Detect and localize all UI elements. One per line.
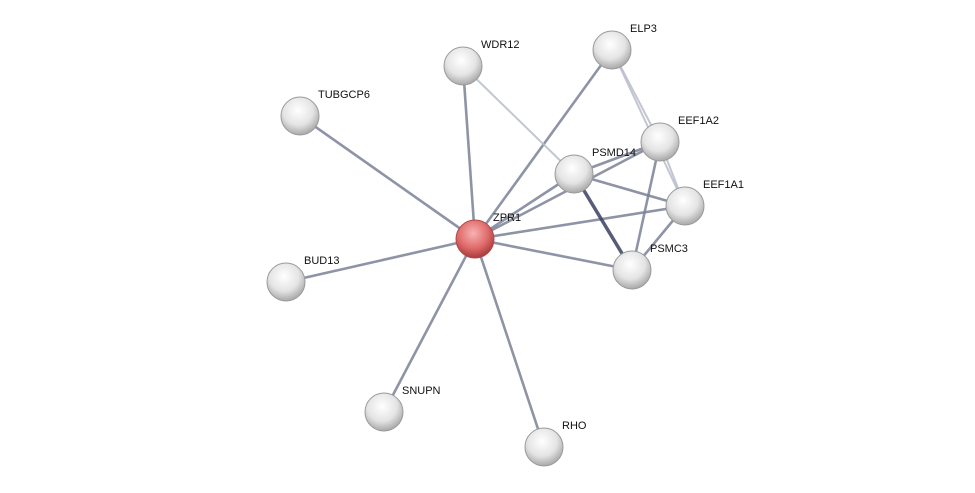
edge-zpr1-psmd14[interactable]: [474, 172, 575, 241]
node-label: EEF1A1: [703, 179, 744, 191]
node-label: ZPR1: [493, 212, 521, 224]
node-sphere[interactable]: [612, 250, 652, 290]
node-label: EEF1A2: [678, 115, 719, 127]
node-tubgcp6[interactable]: TUBGCP6: [280, 89, 370, 136]
node-sphere[interactable]: [455, 219, 495, 259]
node-label: BUD13: [304, 255, 339, 267]
node-psmc3[interactable]: PSMC3: [612, 243, 688, 290]
edge-zpr1-wdr12[interactable]: [461, 65, 477, 240]
edge-eef1a2-psmc3[interactable]: [630, 141, 662, 271]
node-sphere[interactable]: [554, 154, 594, 194]
node-sphere[interactable]: [665, 186, 705, 226]
node-eef1a1[interactable]: EEF1A1: [665, 179, 744, 226]
node-label: PSMC3: [650, 243, 688, 255]
node-eef1a2[interactable]: EEF1A2: [640, 115, 719, 162]
edge-zpr1-psmc3[interactable]: [474, 237, 633, 272]
node-sphere[interactable]: [524, 427, 564, 467]
edge-zpr1-bud13[interactable]: [285, 237, 476, 284]
node-sphere[interactable]: [640, 122, 680, 162]
node-label: TUBGCP6: [318, 89, 370, 101]
edge-zpr1-tubgcp6[interactable]: [299, 114, 476, 241]
node-rho[interactable]: RHO: [524, 420, 587, 467]
node-sphere[interactable]: [443, 46, 483, 86]
node-snupn[interactable]: SNUPN: [364, 385, 441, 432]
node-wdr12[interactable]: WDR12: [443, 39, 520, 86]
node-sphere[interactable]: [280, 96, 320, 136]
node-sphere[interactable]: [266, 262, 306, 302]
node-sphere[interactable]: [592, 30, 632, 70]
node-zpr1[interactable]: ZPR1: [455, 212, 521, 259]
edge-zpr1-rho[interactable]: [473, 238, 546, 448]
node-label: WDR12: [481, 39, 520, 51]
node-sphere[interactable]: [364, 392, 404, 432]
edge-zpr1-snupn[interactable]: [382, 238, 477, 413]
node-label: PSMD14: [592, 147, 636, 159]
node-label: ELP3: [630, 23, 657, 35]
node-label: RHO: [562, 420, 587, 432]
node-psmd14[interactable]: PSMD14: [554, 147, 636, 194]
node-label: SNUPN: [402, 385, 441, 397]
node-elp3[interactable]: ELP3: [592, 23, 657, 70]
edge-zpr1-eef1a1[interactable]: [474, 204, 686, 241]
node-bud13[interactable]: BUD13: [266, 255, 339, 302]
edge-wdr12-psmd14[interactable]: [462, 65, 575, 175]
